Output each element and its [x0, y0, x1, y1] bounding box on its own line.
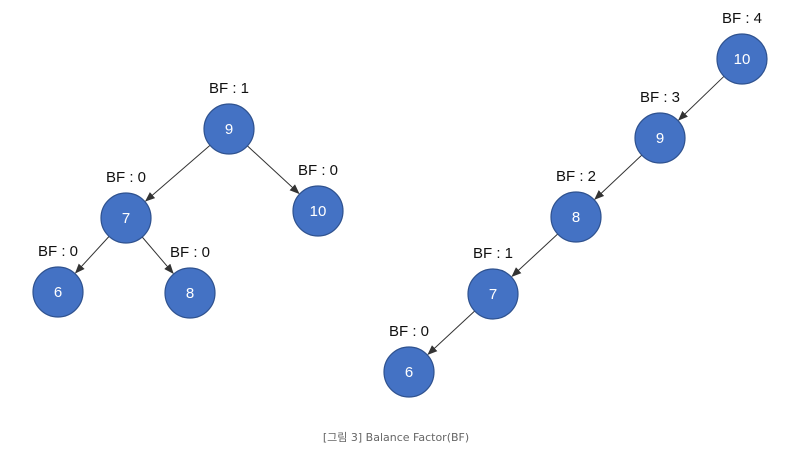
balance-factor-label: BF : 1: [473, 245, 513, 262]
tree-node: 8 BF : 0: [164, 244, 216, 319]
tree-node: 7 BF : 0: [100, 169, 152, 244]
edge-arrow: [74, 236, 110, 274]
balance-factor-label: BF : 0: [389, 323, 429, 340]
tree-node: 9 BF : 1: [203, 80, 255, 155]
node-circle: [164, 267, 216, 319]
node-circle: [467, 268, 519, 320]
tree-node: 10 BF : 4: [716, 10, 768, 85]
node-value: 10: [734, 51, 751, 68]
node-circle: [634, 112, 686, 164]
edge-arrow: [141, 236, 174, 274]
balance-factor-label: BF : 1: [209, 80, 249, 97]
node-value: 7: [122, 210, 130, 227]
tree-node: 6 BF : 0: [32, 243, 84, 318]
node-circle: [550, 191, 602, 243]
node-value: 6: [405, 364, 413, 381]
node-circle: [203, 103, 255, 155]
node-value: 6: [54, 284, 62, 301]
balance-factor-label: BF : 4: [722, 10, 762, 27]
edge-arrow: [677, 75, 725, 121]
tree-node: 9 BF : 3: [634, 89, 686, 164]
figure-caption: [그림 3] Balance Factor(BF): [322, 431, 470, 444]
balance-factor-label: BF : 2: [556, 168, 596, 185]
balance-factor-label: BF : 0: [38, 243, 78, 260]
node-circle: [716, 33, 768, 85]
node-value: 10: [310, 203, 327, 220]
tree-node: 10 BF : 0: [292, 162, 344, 237]
edge-arrow: [144, 144, 211, 202]
balance-factor-label: BF : 0: [106, 169, 146, 186]
balance-factor-label: BF : 0: [170, 244, 210, 261]
edge-arrow: [594, 154, 643, 200]
node-circle: [32, 266, 84, 318]
edge-arrow: [247, 145, 300, 195]
node-value: 7: [489, 286, 497, 303]
node-value: 8: [572, 209, 580, 226]
edge-arrow: [427, 310, 476, 355]
edges-layer: [74, 75, 725, 355]
node-value: 9: [656, 130, 664, 147]
edge-arrow: [511, 233, 559, 277]
node-circle: [100, 192, 152, 244]
node-value: 9: [225, 121, 233, 138]
node-circle: [292, 185, 344, 237]
tree-node: 6 BF : 0: [383, 323, 435, 398]
balance-factor-label: BF : 3: [640, 89, 680, 106]
node-circle: [383, 346, 435, 398]
tree-node: 8 BF : 2: [550, 168, 602, 243]
balance-factor-label: BF : 0: [298, 162, 338, 179]
node-value: 8: [186, 285, 194, 302]
tree-node: 7 BF : 1: [467, 245, 519, 320]
